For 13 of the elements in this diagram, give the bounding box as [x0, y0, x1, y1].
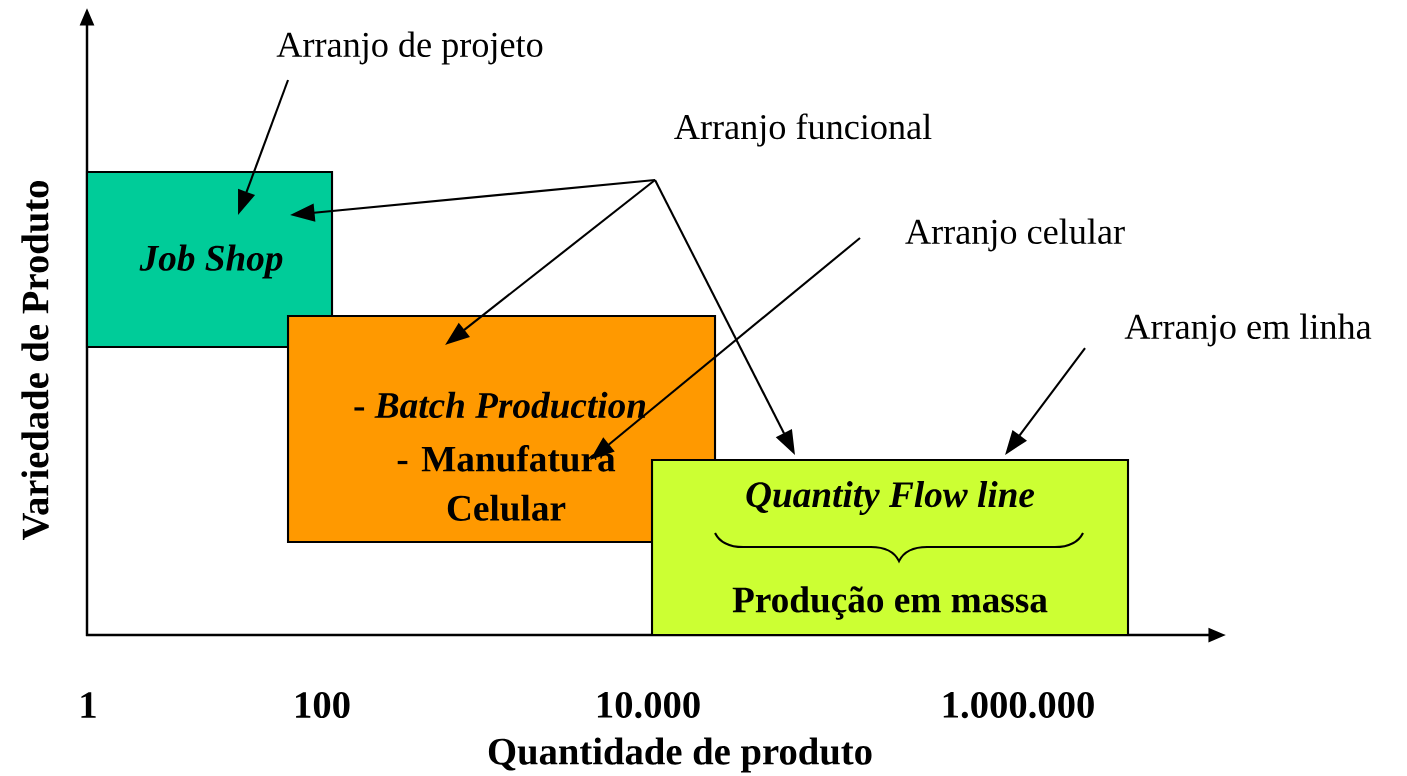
callout-label: Arranjo de projeto: [276, 31, 543, 65]
tick-label: 100: [296, 692, 350, 719]
tick-label: 1.000.000: [943, 691, 1094, 719]
process-box: - Batch Production - Manufatura Celular: [286, 314, 717, 544]
tick-label: 1: [81, 692, 96, 718]
process-box: Quantity Flow line Produção em massa: [650, 458, 1130, 637]
callout-label: Arranjo celular: [905, 218, 1125, 252]
process-box: Job Shop: [85, 170, 334, 349]
axis-title: Variedade de Produto: [21, 181, 49, 540]
tick-label: 10.000: [597, 691, 700, 719]
callout-label: Arranjo funcional: [674, 113, 932, 147]
callout-label: Arranjo em linha: [1124, 313, 1372, 347]
axis-title: Quantidade de produto: [488, 737, 872, 773]
